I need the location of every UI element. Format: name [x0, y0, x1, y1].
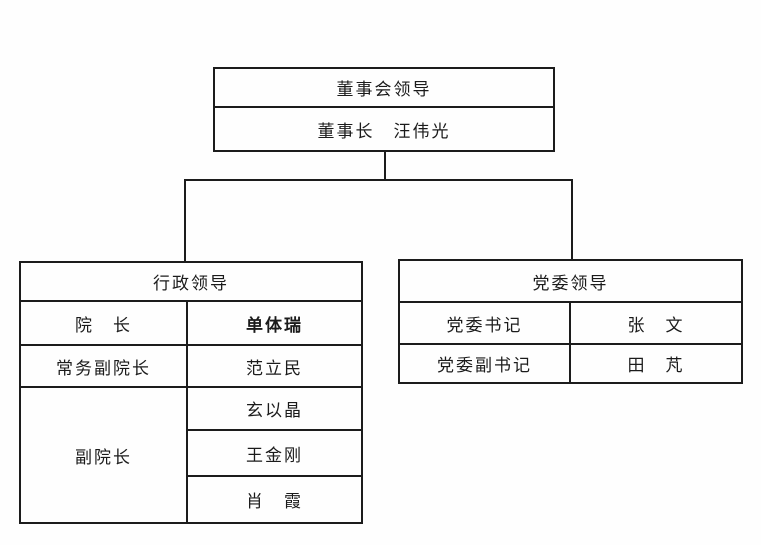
admin-name-cell: 王金刚 — [188, 431, 361, 477]
admin-group-role-cell: 副院长 — [21, 388, 188, 522]
admin-name-cell: 范立民 — [188, 346, 361, 388]
party-leadership-table: 党委领导 党委书记 张 文 党委副书记 田 芃 — [398, 259, 743, 384]
connector-left-drop-line — [184, 179, 186, 262]
admin-name-cell: 玄以晶 — [188, 388, 361, 431]
party-name-cell: 张 文 — [571, 303, 741, 345]
admin-role-cell: 常务副院长 — [21, 346, 188, 388]
admin-name-cell: 肖 霞 — [246, 492, 303, 511]
connector-stem-line — [384, 152, 386, 180]
connector-cross-line — [184, 179, 573, 181]
admin-role-cell: 院 长 — [21, 302, 188, 346]
admin-name-cell: 单体瑞 — [188, 302, 361, 346]
connector-right-drop-line — [571, 179, 573, 260]
party-role-cell: 党委书记 — [400, 303, 571, 345]
board-header: 董事会领导 — [215, 69, 553, 108]
party-name-cell: 田 芃 — [627, 356, 685, 375]
party-table-header: 党委领导 — [400, 261, 741, 303]
admin-table-header: 行政领导 — [21, 263, 361, 302]
party-role-cell: 党委副书记 — [400, 345, 571, 382]
board-leadership-box: 董事会领导 董事长 汪伟光 — [213, 67, 555, 152]
admin-leadership-table: 行政领导 院 长 单体瑞 常务副院长 范立民 副院长 玄以晶 王金刚 肖 霞 — [19, 261, 363, 524]
board-chairman-label: 董事长 汪伟光 — [317, 121, 451, 141]
